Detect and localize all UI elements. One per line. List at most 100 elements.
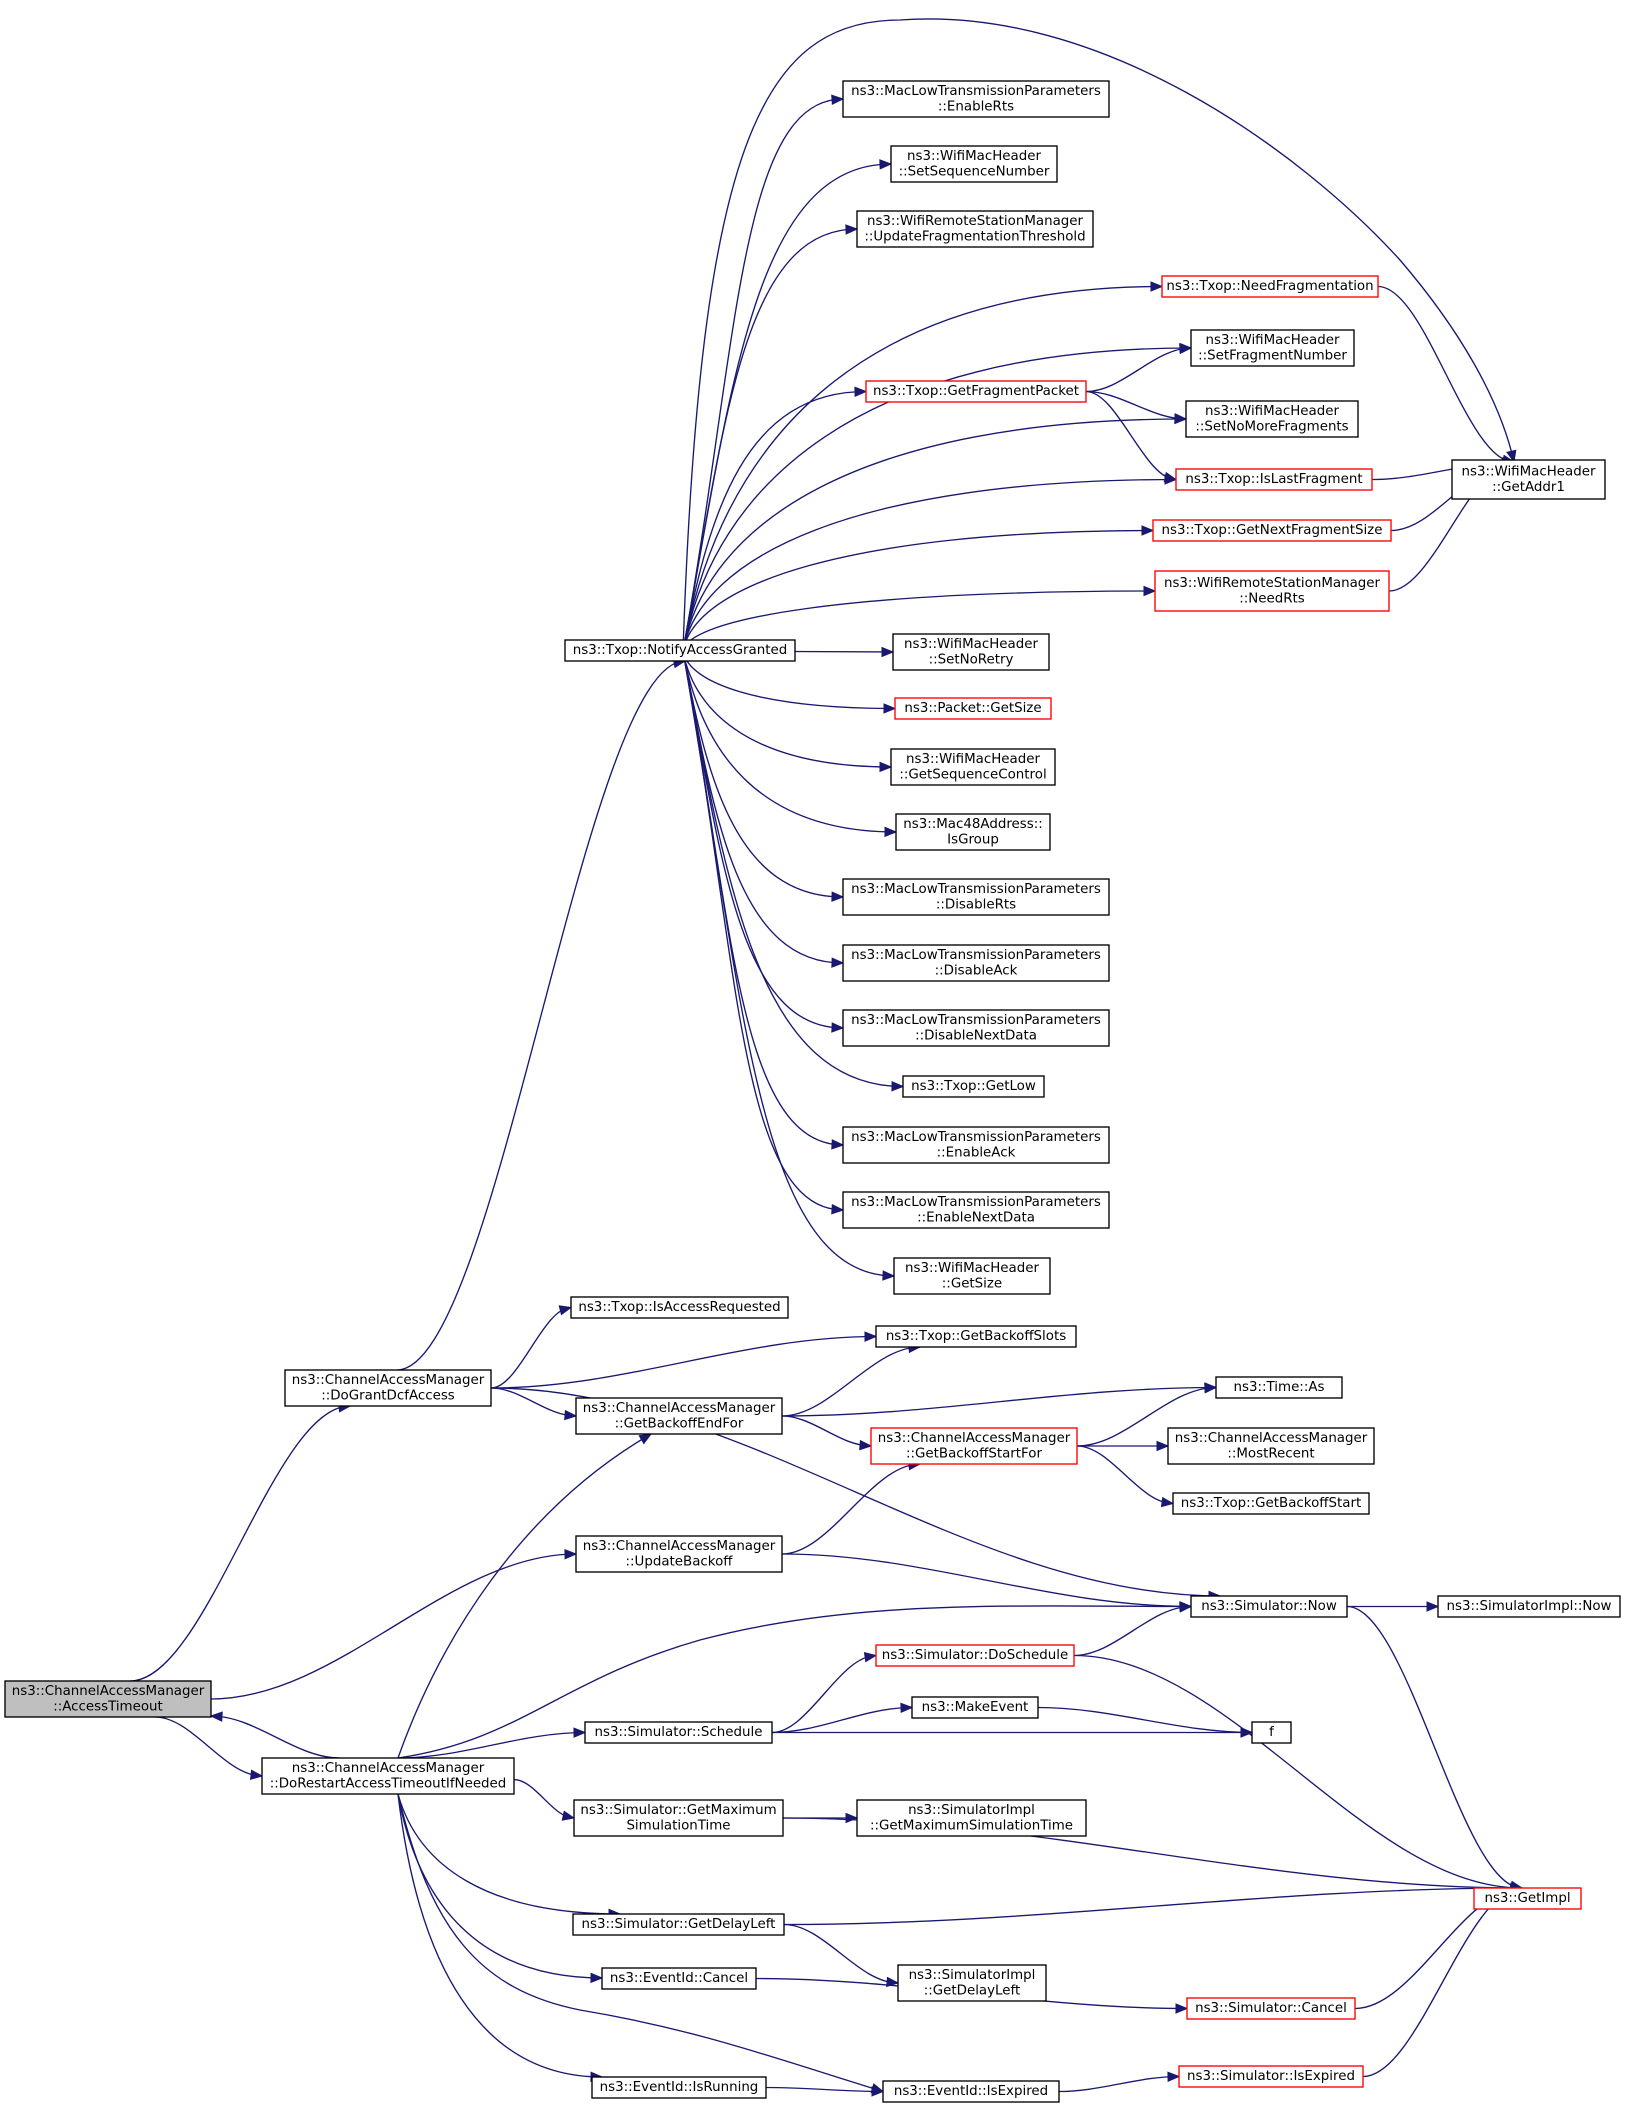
node-do-grant[interactable]: ns3::ChannelAccessManager::DoGrantDcfAcc… — [284, 1369, 492, 1407]
node-label: ns3::ChannelAccessManager — [583, 1401, 776, 1416]
edge-sim_now-to-simimpl_now — [1347, 1601, 1440, 1612]
node-eventid-is-expired[interactable]: ns3::EventId::IsExpired — [882, 2080, 1060, 2103]
edge-line — [396, 660, 686, 1371]
node-get-impl[interactable]: ns3::GetImpl — [1473, 1887, 1582, 1910]
edge-arrowhead — [879, 761, 893, 773]
node-enable-rts[interactable]: ns3::MacLowTransmissionParameters::Enabl… — [842, 80, 1110, 118]
node-most-recent[interactable]: ns3::ChannelAccessManager::MostRecent — [1167, 1427, 1375, 1465]
node-label: ::DisableAck — [935, 963, 1018, 978]
node-set-no-retry[interactable]: ns3::WifiMacHeader::SetNoRetry — [892, 633, 1050, 671]
node-eventid-cancel[interactable]: ns3::EventId::Cancel — [601, 1967, 757, 1990]
node-box — [564, 639, 796, 662]
node-packet-get-size[interactable]: ns3::Packet::GetSize — [894, 697, 1052, 720]
node-enable-next-data[interactable]: ns3::MacLowTransmissionParameters::Enabl… — [842, 1191, 1110, 1229]
node-label: ns3::WifiRemoteStationManager — [867, 214, 1084, 229]
edge-get_backoff_start_for-to-txop_get_backoff_start — [1076, 1445, 1175, 1508]
edge-do_restart-to-access_timeout — [209, 1711, 341, 1759]
node-set-seq-num[interactable]: ns3::WifiMacHeader::SetSequenceNumber — [890, 145, 1058, 183]
node-get-delay-left[interactable]: ns3::Simulator::GetDelayLeft — [572, 1913, 785, 1936]
node-box — [875, 1644, 1075, 1667]
edge-do_restart-to-eventid_cancel — [397, 1793, 604, 1984]
edge-line — [129, 1405, 351, 1682]
edge-arrowhead — [886, 1976, 900, 1988]
node-update-backoff[interactable]: ns3::ChannelAccessManager::UpdateBackoff — [575, 1535, 783, 1573]
edge-line — [781, 1346, 921, 1417]
node-sim-now[interactable]: ns3::Simulator::Now — [1190, 1595, 1348, 1618]
edge-notify_access_granted-to-enable_rts — [682, 94, 845, 652]
node-label: ::SetNoRetry — [929, 652, 1014, 667]
edge-arrowhead — [1150, 281, 1164, 292]
node-notify-access-granted[interactable]: ns3::Txop::NotifyAccessGranted — [564, 639, 796, 662]
node-label: ::GetSequenceControl — [899, 767, 1046, 782]
node-get-backoff-slots[interactable]: ns3::Txop::GetBackoffSlots — [875, 1325, 1077, 1348]
node-box — [584, 1721, 773, 1744]
node-hdr-get-size[interactable]: ns3::WifiMacHeader::GetSize — [893, 1257, 1051, 1295]
node-label: ::UpdateBackoff — [626, 1554, 734, 1569]
edge-line — [1362, 1887, 1523, 2078]
node-box — [1215, 1376, 1343, 1399]
node-set-frag-num[interactable]: ns3::WifiMacHeader::SetFragmentNumber — [1190, 329, 1355, 367]
edge-do_restart-to-sim_now — [397, 1601, 1193, 1759]
node-get-addr1[interactable]: ns3::WifiMacHeader::GetAddr1 — [1451, 459, 1606, 500]
node-box — [897, 1964, 1047, 2002]
node-do-schedule[interactable]: ns3::Simulator::DoSchedule — [875, 1644, 1075, 1667]
node-make-event[interactable]: ns3::MakeEvent — [911, 1696, 1039, 1719]
node-access-timeout[interactable]: ns3::ChannelAccessManager::AccessTimeout — [4, 1680, 212, 1718]
edge-arrowhead — [558, 1305, 573, 1316]
node-update-frag[interactable]: ns3::WifiRemoteStationManager::UpdateFra… — [856, 210, 1094, 248]
node-label: ::SetNoMoreFragments — [1195, 419, 1348, 434]
node-label: ::DoGrantDcfAccess — [321, 1388, 455, 1403]
node-simimpl-get-delay-left[interactable]: ns3::SimulatorImpl::GetDelayLeft — [897, 1964, 1047, 2002]
node-enable-ack[interactable]: ns3::MacLowTransmissionParameters::Enabl… — [842, 1126, 1110, 1164]
edge-line — [490, 1387, 577, 1417]
node-simimpl-now[interactable]: ns3::SimulatorImpl::Now — [1437, 1595, 1621, 1618]
node-get-next-frag-size[interactable]: ns3::Txop::GetNextFragmentSize — [1152, 519, 1392, 542]
node-get-frag-packet[interactable]: ns3::Txop::GetFragmentPacket — [865, 380, 1087, 403]
node-f[interactable]: f — [1251, 1721, 1292, 1744]
edge-arrowhead — [845, 1812, 859, 1824]
edge-line — [397, 1731, 586, 1759]
node-time-as[interactable]: ns3::Time::As — [1215, 1376, 1343, 1399]
node-get-backoff-end-for[interactable]: ns3::ChannelAccessManager::GetBackoffEnd… — [575, 1397, 783, 1435]
node-label: ns3::WifiMacHeader — [1205, 404, 1339, 419]
node-need-frag[interactable]: ns3::Txop::NeedFragmentation — [1161, 275, 1379, 298]
node-txop-get-backoff-start[interactable]: ns3::Txop::GetBackoffStart — [1172, 1492, 1370, 1515]
node-label: ::UpdateFragmentationThreshold — [864, 229, 1085, 244]
node-box — [865, 380, 1087, 403]
node-label: ::GetMaximumSimulationTime — [870, 1818, 1073, 1833]
node-box — [902, 1075, 1045, 1098]
node-label: f — [1269, 1725, 1274, 1740]
edge-line — [1346, 1605, 1523, 1889]
node-disable-ack[interactable]: ns3::MacLowTransmissionParameters::Disab… — [842, 944, 1110, 982]
node-box — [894, 697, 1052, 720]
node-simimpl-get-max[interactable]: ns3::SimulatorImpl::GetMaximumSimulation… — [856, 1799, 1087, 1837]
node-is-access-requested[interactable]: ns3::Txop::IsAccessRequested — [570, 1296, 789, 1319]
edge-get_frag_packet-to-set_no_more_frag — [1085, 390, 1188, 424]
node-eventid-is-running[interactable]: ns3::EventId::IsRunning — [591, 2076, 767, 2099]
edge-arrowhead — [900, 1702, 914, 1714]
edge-arrowhead — [854, 386, 868, 398]
edge-arrowhead — [831, 957, 845, 968]
edge-line — [682, 650, 844, 1029]
node-need-rts[interactable]: ns3::WifiRemoteStationManager::NeedRts — [1154, 570, 1390, 612]
node-disable-next-data[interactable]: ns3::MacLowTransmissionParameters::Disab… — [842, 1009, 1110, 1047]
node-get-backoff-start-for[interactable]: ns3::ChannelAccessManager::GetBackoffSta… — [870, 1427, 1078, 1465]
node-get-low[interactable]: ns3::Txop::GetLow — [902, 1075, 1045, 1098]
edge-do_restart-to-eventid_is_expired — [397, 1793, 885, 2094]
node-set-no-more-frag[interactable]: ns3::WifiMacHeader::SetNoMoreFragments — [1185, 400, 1359, 438]
edge-sim_schedule-to-make_event — [771, 1702, 914, 1734]
node-get-max-sim-time[interactable]: ns3::Simulator::GetMaximumSimulationTime — [573, 1799, 784, 1837]
node-get-seq-control[interactable]: ns3::WifiMacHeader::GetSequenceControl — [890, 748, 1056, 786]
node-do-restart[interactable]: ns3::ChannelAccessManager::DoRestartAcce… — [261, 1757, 515, 1795]
node-box — [1437, 1595, 1621, 1618]
edge-need_frag-to-get_addr1 — [1377, 285, 1516, 465]
node-sim-cancel[interactable]: ns3::Simulator::Cancel — [1186, 1997, 1356, 2020]
node-is-last-frag[interactable]: ns3::Txop::IsLastFragment — [1175, 468, 1373, 491]
node-label: ::EnableAck — [937, 1145, 1016, 1160]
node-is-group[interactable]: ns3::Mac48Address::IsGroup — [895, 813, 1051, 851]
node-disable-rts[interactable]: ns3::MacLowTransmissionParameters::Disab… — [842, 878, 1110, 916]
node-sim-is-expired[interactable]: ns3::Simulator::IsExpired — [1178, 2065, 1364, 2088]
node-box — [575, 1535, 783, 1573]
node-sim-schedule[interactable]: ns3::Simulator::Schedule — [584, 1721, 773, 1744]
node-label: ::DoRestartAccessTimeoutIfNeeded — [270, 1776, 507, 1791]
